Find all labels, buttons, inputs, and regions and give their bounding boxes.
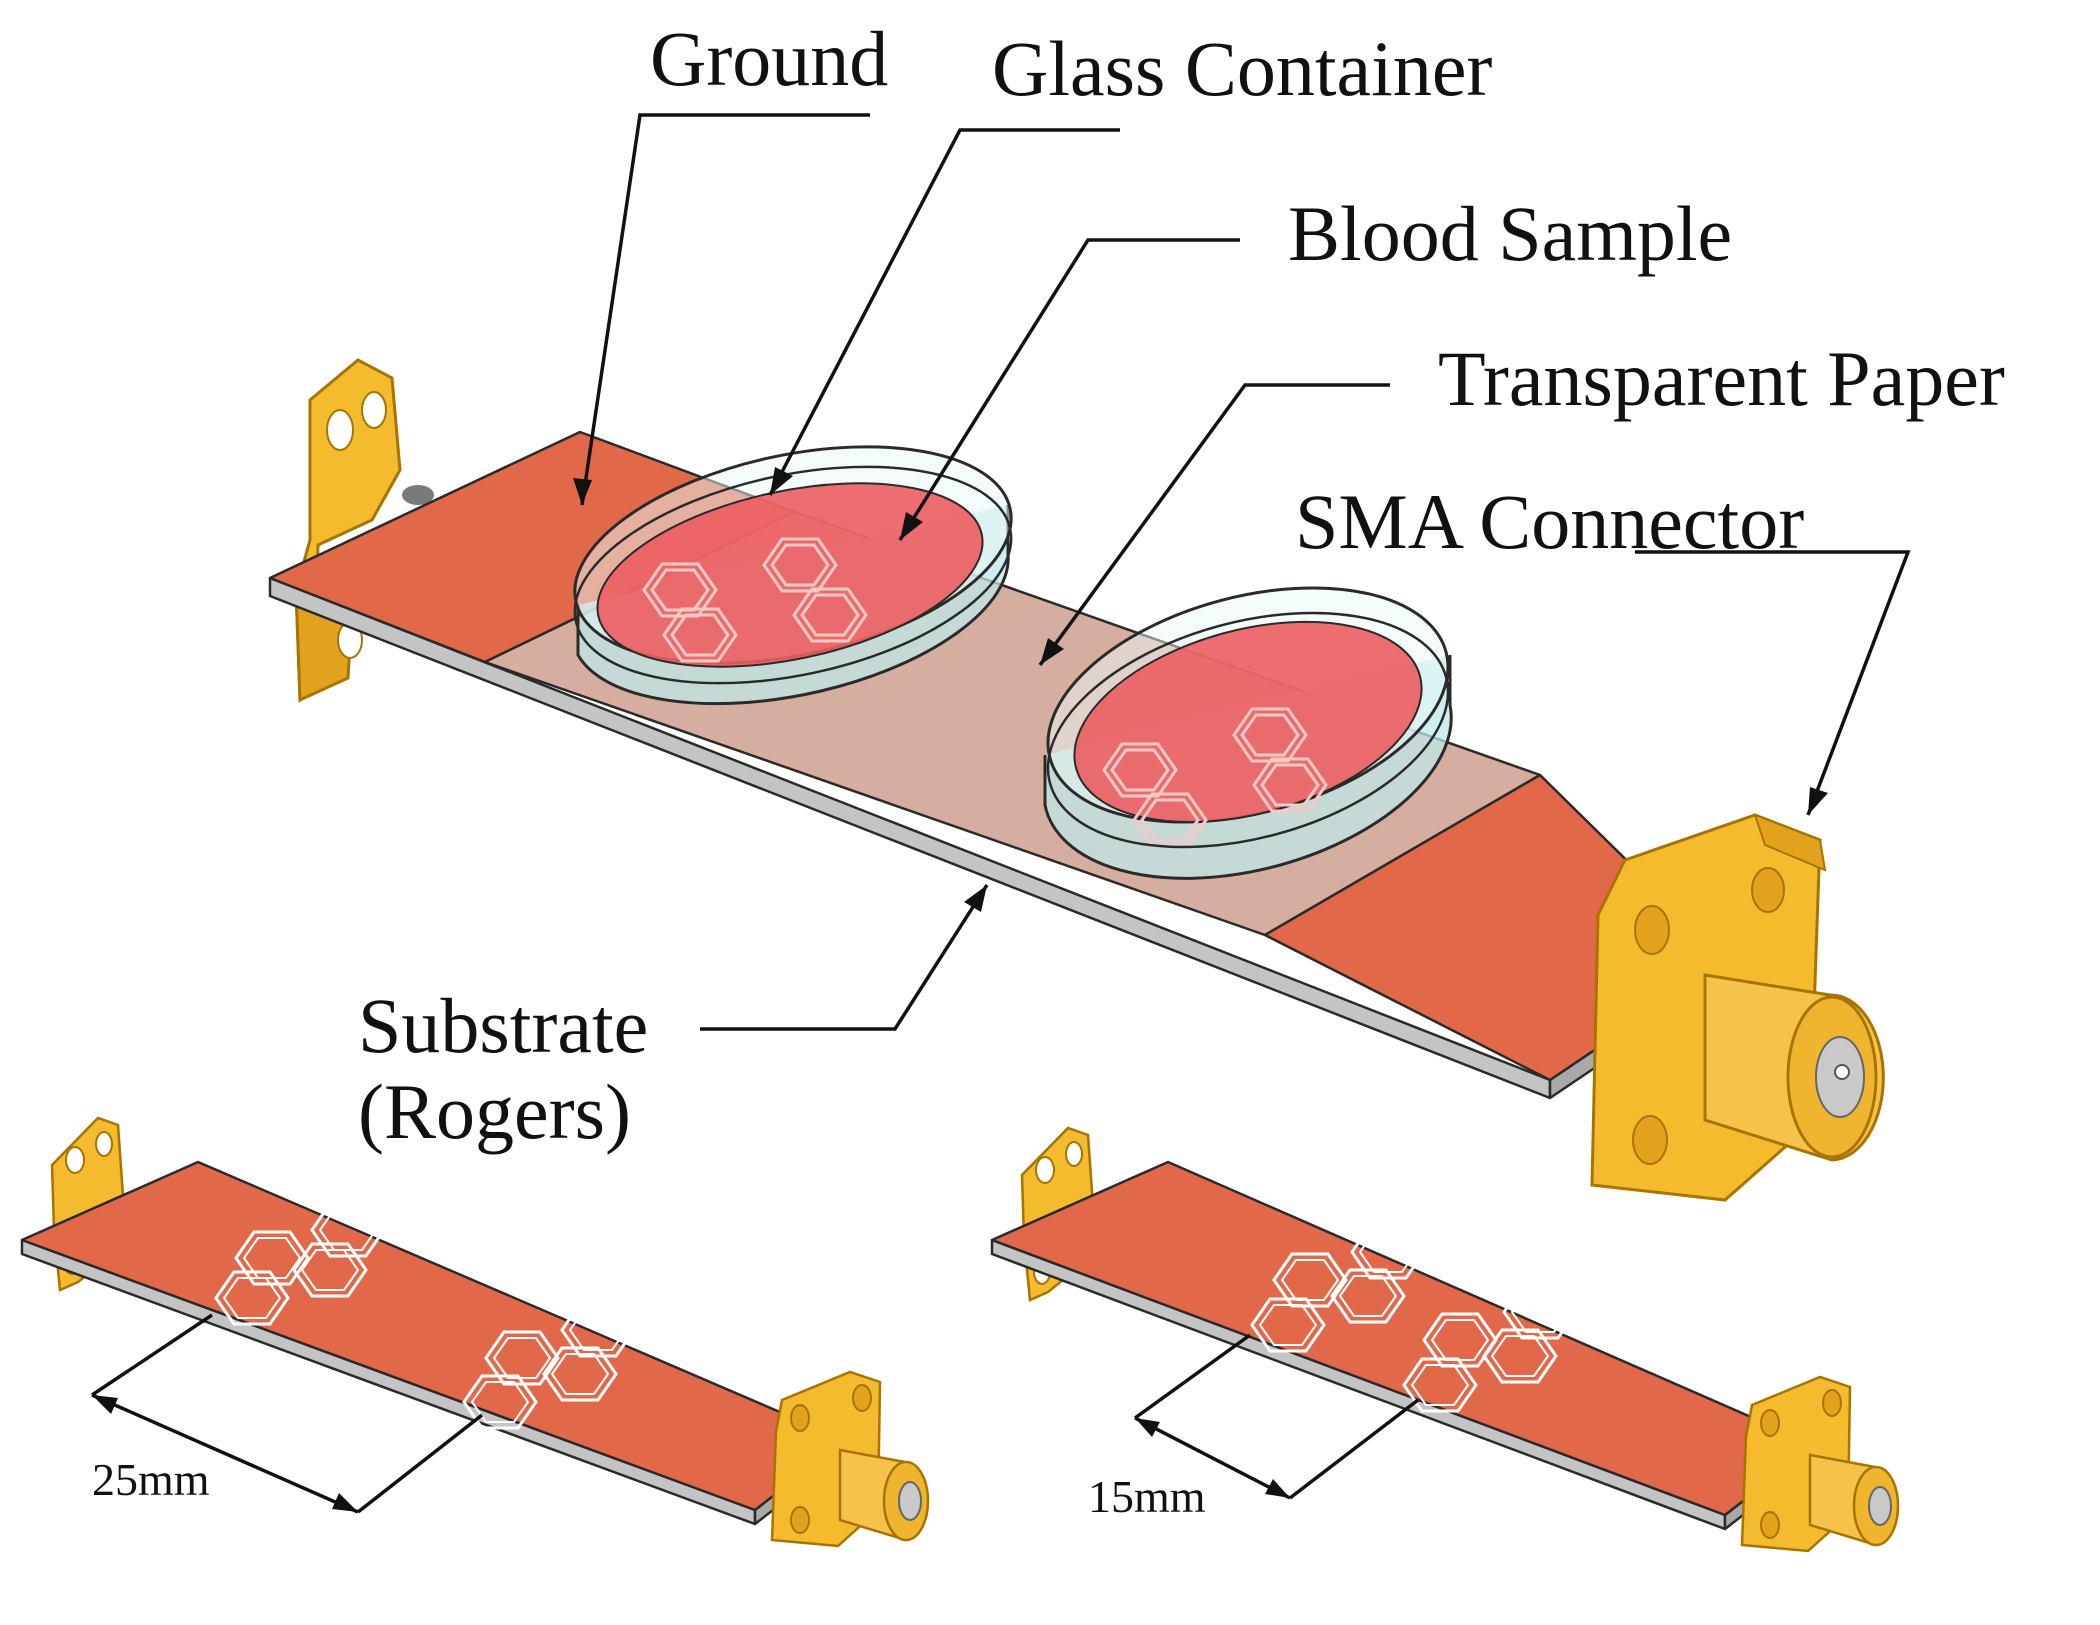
- dimension-15mm: 15mm: [1088, 1471, 1206, 1522]
- glass-dish-1: [573, 445, 1013, 706]
- sma-connector-right: [1590, 813, 1885, 1202]
- ground-plane-small-right: [990, 1160, 1817, 1517]
- main-sensor: [268, 358, 1885, 1202]
- sensor-25mm: 25mm: [20, 1116, 930, 1548]
- sma-connector-left: [294, 358, 434, 703]
- label-substrate: Substrate: [358, 982, 648, 1069]
- label-ground: Ground: [650, 15, 888, 102]
- label-blood-sample: Blood Sample: [1288, 190, 1732, 277]
- label-sma-connector: SMA Connector: [1295, 478, 1804, 565]
- label-glass-container: Glass Container: [992, 25, 1492, 112]
- label-transparent-paper: Transparent Paper: [1438, 335, 2005, 422]
- callout-leaders: [573, 113, 1911, 1031]
- sma-connector-small-right: [770, 1370, 930, 1548]
- dimension-25mm: 25mm: [92, 1454, 210, 1505]
- sensor-15mm: 15mm: [990, 1126, 1900, 1553]
- label-rogers: (Rogers): [358, 1068, 631, 1155]
- sma-connector-small-right-2: [1740, 1375, 1900, 1553]
- glass-dish-2: [1043, 586, 1453, 880]
